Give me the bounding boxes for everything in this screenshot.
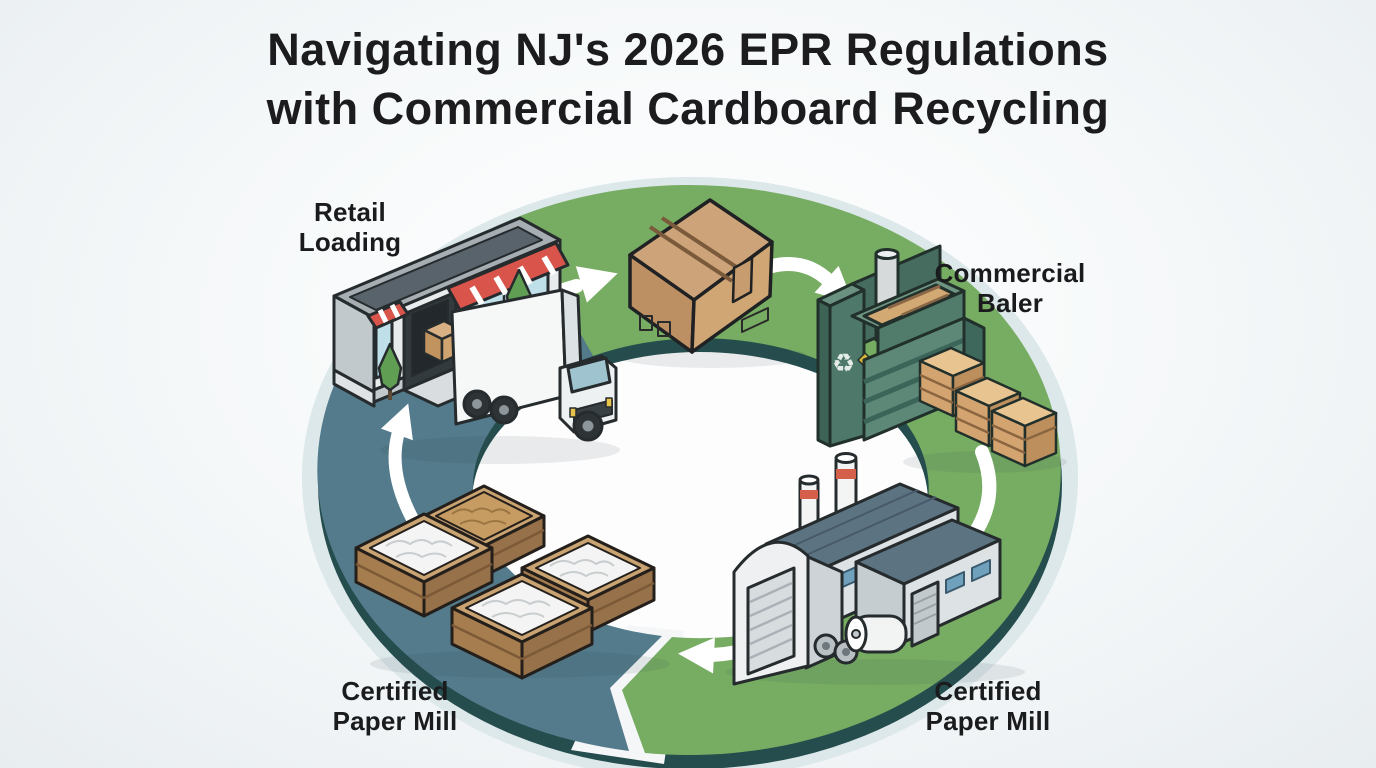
store-awning-left	[366, 300, 410, 330]
label-line: Paper Mill	[925, 706, 1051, 736]
crate-white-pulp-front	[450, 572, 594, 680]
arrow-pulp-to-retail	[380, 403, 419, 525]
label-line: Loading	[298, 227, 402, 257]
cardboard-bales	[918, 346, 1058, 468]
label-line: Certified	[934, 676, 1042, 706]
pulp-crates-illustration	[354, 484, 656, 680]
baler-side-panel	[816, 298, 832, 448]
paper-mill-illustration	[732, 452, 1002, 686]
title-line-1: Navigating NJ's 2026 EPR Regulations	[267, 24, 1109, 75]
right-hall-door	[910, 580, 940, 648]
box-handling-marks	[639, 307, 769, 337]
delivery-truck-illustration	[450, 288, 618, 442]
label-line: Certified	[341, 676, 449, 706]
label-certified-paper-mill-left: Certified Paper Mill	[295, 676, 495, 736]
recycle-icon: ♻	[832, 348, 855, 378]
label-line: Paper Mill	[332, 706, 458, 736]
label-retail-loading: Retail Loading	[255, 197, 445, 257]
label-line: Baler	[976, 288, 1044, 318]
crate-white-pulp-left	[354, 512, 494, 618]
title-line-2: with Commercial Cardboard Recycling	[266, 83, 1110, 134]
box-tape-flap	[731, 256, 754, 304]
store-awning-right	[446, 241, 570, 312]
label-line: Retail	[313, 197, 386, 227]
label-certified-paper-mill-right: Certified Paper Mill	[888, 676, 1088, 736]
label-commercial-baler: Commercial Baler	[905, 258, 1115, 318]
label-line: Commercial	[934, 258, 1086, 288]
baler-illustration: ♻	[816, 244, 1058, 468]
cardboard-box-illustration	[628, 198, 774, 354]
paper-roll-conveyor	[813, 614, 908, 665]
truck-windshield	[566, 356, 612, 394]
page-title: Navigating NJ's 2026 EPR Regulations wit…	[0, 20, 1376, 138]
